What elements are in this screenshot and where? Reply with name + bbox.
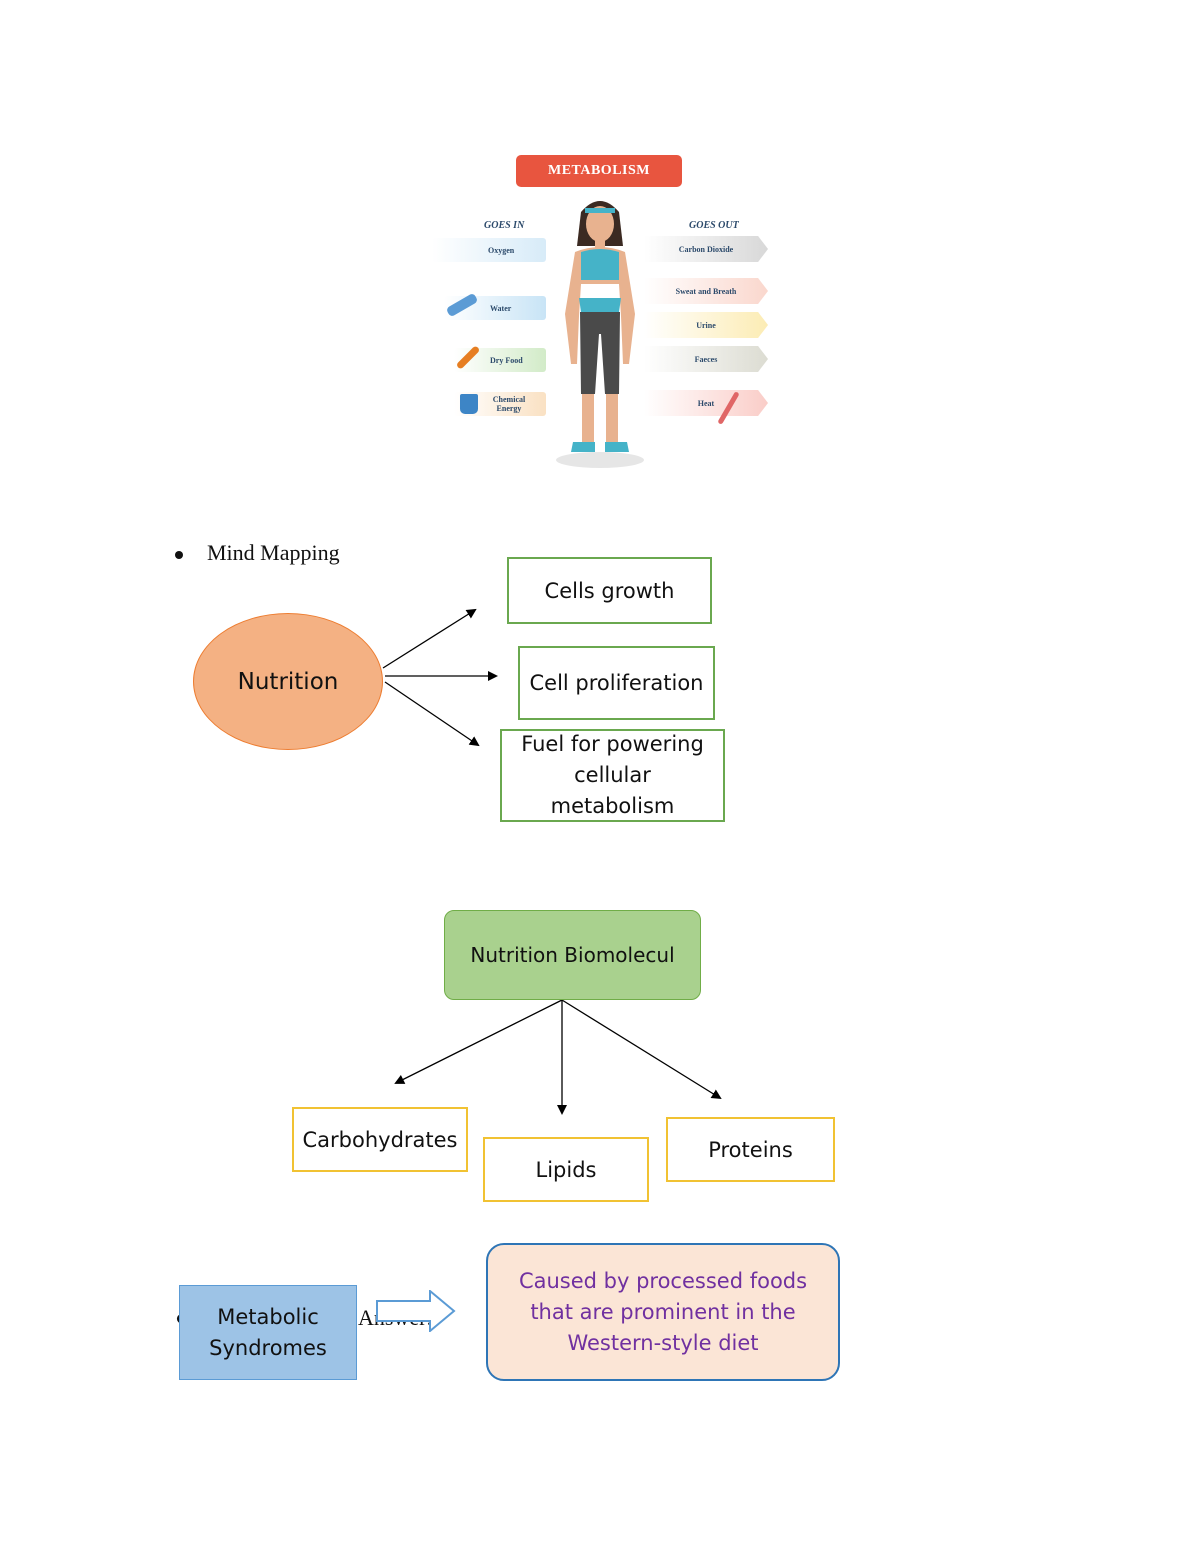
input-label: Chemical Energy bbox=[492, 395, 526, 413]
arrow-to-proteins bbox=[561, 999, 722, 1100]
arrow-to-carbohydrates bbox=[394, 999, 563, 1084]
bullet-mind-mapping: Mind Mapping bbox=[175, 540, 340, 566]
node-cause-description: Caused by processed foods that are promi… bbox=[486, 1243, 840, 1381]
node-metabolic-syndromes: Metabolic Syndromes bbox=[179, 1285, 357, 1380]
bullet-label: Mind Mapping bbox=[207, 540, 340, 565]
node-label: Cell proliferation bbox=[529, 671, 704, 695]
output-label: Carbon Dioxide bbox=[678, 244, 734, 254]
nutrition-label: Nutrition bbox=[237, 668, 339, 695]
output-label: Faeces bbox=[694, 354, 718, 364]
node-proteins: Proteins bbox=[666, 1117, 835, 1182]
arrow-to-cells-growth bbox=[382, 608, 477, 669]
node-fuel-metabolism: Fuel for powering cellular metabolism bbox=[500, 729, 725, 822]
input-water: Water bbox=[444, 292, 546, 320]
node-label: Cells growth bbox=[544, 578, 675, 603]
right-arrow-icon bbox=[376, 1290, 456, 1332]
output-urine: Urine bbox=[644, 312, 768, 338]
cause-label: Caused by processed foods that are promi… bbox=[518, 1268, 808, 1355]
output-label: Heat bbox=[697, 398, 715, 408]
output-heat: Heat bbox=[644, 390, 768, 416]
input-label: Oxygen bbox=[488, 245, 515, 255]
infographic-title: METABOLISM bbox=[516, 155, 682, 187]
node-lipids: Lipids bbox=[483, 1137, 649, 1202]
input-oxygen: Oxygen bbox=[432, 238, 546, 262]
nutrition-ellipse: Nutrition bbox=[193, 613, 383, 750]
input-chemical-energy: Chemical Energy bbox=[454, 392, 546, 416]
metabolism-infographic: METABOLISM GOES IN GOES OUT Oxygen Water… bbox=[430, 150, 775, 470]
node-cells-growth: Cells growth bbox=[507, 557, 712, 624]
output-label: Urine bbox=[696, 320, 716, 330]
node-label: Fuel for powering cellular metabolism bbox=[521, 732, 704, 818]
output-sweat-breath: Sweat and Breath bbox=[644, 278, 768, 304]
arrow-to-fuel bbox=[384, 681, 480, 747]
output-label: Sweat and Breath bbox=[675, 286, 737, 296]
flask-icon bbox=[460, 394, 478, 414]
child-label: Carbohydrates bbox=[302, 1127, 458, 1152]
syndrome-label: Metabolic Syndromes bbox=[209, 1304, 327, 1360]
person-figure bbox=[556, 201, 644, 468]
output-faeces: Faeces bbox=[644, 346, 768, 372]
root-label: Nutrition Biomolecul bbox=[470, 943, 675, 967]
goes-out-label: GOES OUT bbox=[689, 220, 739, 231]
node-cell-proliferation: Cell proliferation bbox=[518, 646, 715, 720]
input-dry-food: Dry Food bbox=[454, 345, 546, 372]
input-label: Dry Food bbox=[490, 355, 523, 365]
child-label: Proteins bbox=[708, 1137, 793, 1162]
bullet-dot bbox=[175, 550, 183, 559]
output-carbon-dioxide: Carbon Dioxide bbox=[644, 236, 768, 262]
node-nutrition-biomolecul: Nutrition Biomolecul bbox=[444, 910, 701, 1000]
node-carbohydrates: Carbohydrates bbox=[292, 1107, 468, 1172]
goes-in-label: GOES IN bbox=[484, 220, 525, 231]
input-label: Water bbox=[490, 303, 512, 313]
child-label: Lipids bbox=[535, 1157, 597, 1182]
